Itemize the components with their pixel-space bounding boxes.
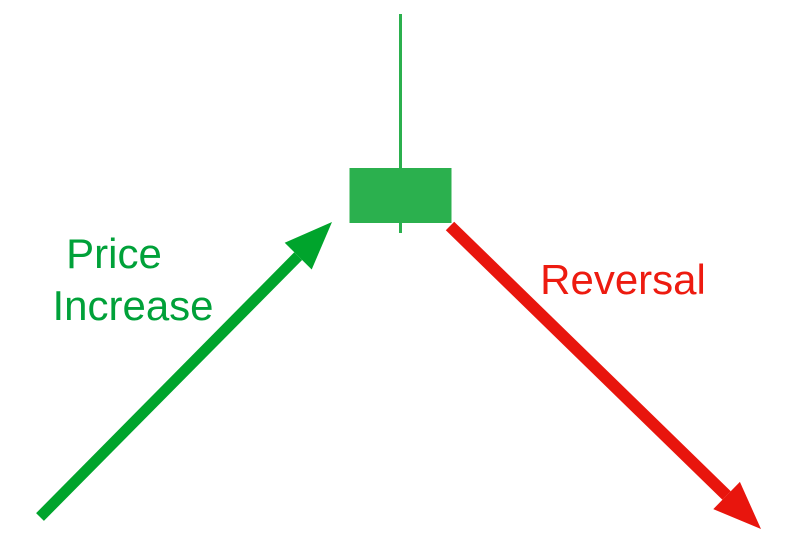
candle-body bbox=[349, 168, 452, 223]
price-increase-arrow-head bbox=[284, 222, 332, 270]
reversal-arrow-head bbox=[713, 481, 761, 529]
reversal-label: Reversal bbox=[540, 256, 706, 303]
price-increase-arrow-shaft bbox=[36, 252, 303, 521]
reversal-arrow-shaft bbox=[445, 221, 731, 500]
price-increase-label-line2: Increase bbox=[52, 282, 213, 329]
price-increase-label-line1: Price bbox=[66, 230, 162, 277]
